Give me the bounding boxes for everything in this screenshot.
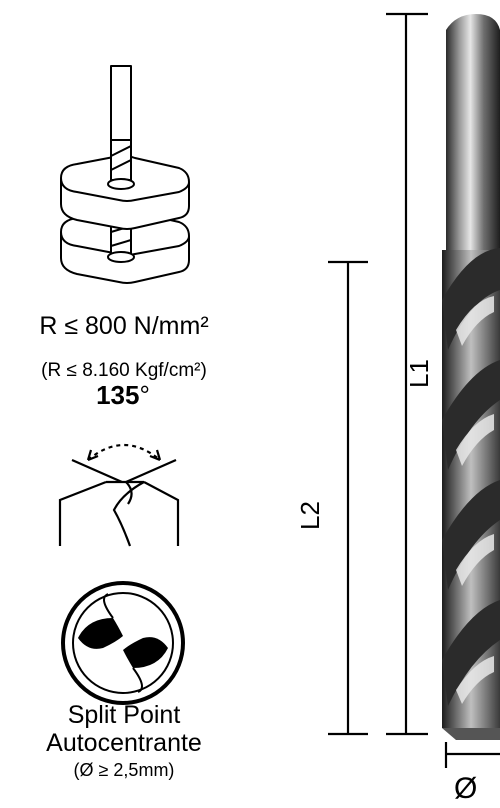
split-point-diameter-note: (Ø ≥ 2,5mm) — [73, 760, 175, 780]
split-point-title: Split Point — [67, 701, 181, 729]
point-angle-icon — [58, 443, 180, 547]
point-angle-unit: ° — [139, 380, 150, 410]
material-drilling-icon — [60, 65, 190, 284]
diameter-label: Ø — [454, 772, 478, 805]
point-angle-label: 135° — [78, 380, 168, 411]
split-point-icon — [61, 581, 185, 705]
split-point-subtitle: Autocentrante — [46, 729, 202, 757]
tensile-strength-label: R ≤ 800 N/mm² — [39, 312, 209, 340]
point-angle-value: 135 — [96, 380, 140, 410]
tensile-strength-kgf-label: (R ≤ 8.160 Kgf/cm²) — [41, 360, 207, 381]
